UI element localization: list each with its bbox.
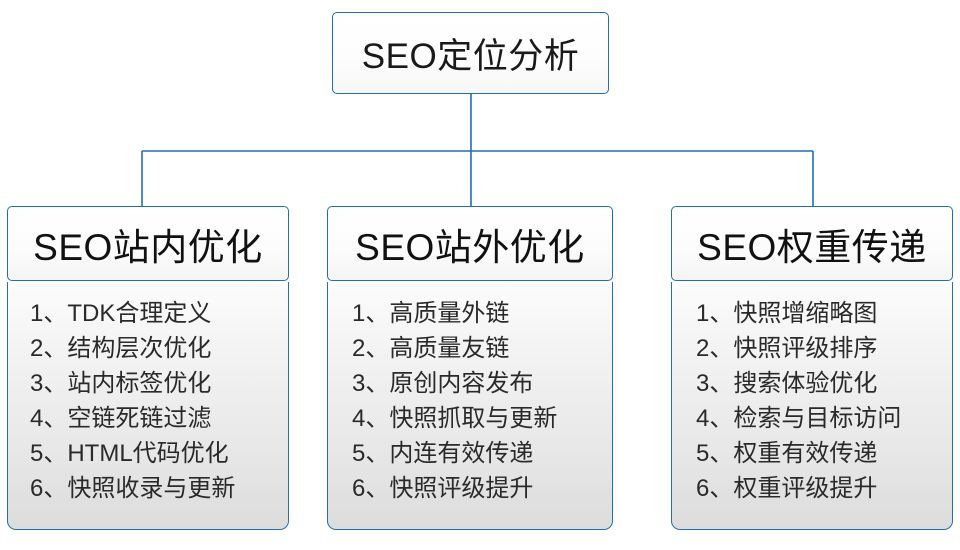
column-list-0: 1、TDK合理定义 2、结构层次优化 3、站内标签优化 4、空链死链过滤 5、H… [7,282,289,530]
list-item: 2、结构层次优化 [30,335,212,362]
list-item: 4、检索与目标访问 [696,405,902,432]
column-header-2[interactable]: SEO权重传递 [671,206,953,281]
column-header-label-1: SEO站外优化 [355,226,585,268]
column-seo-offsite: SEO站外优化 1、高质量外链 2、高质量友链 3、原创内容发布 4、快照抓取与… [327,206,613,530]
column-seo-weight-transfer: SEO权重传递 1、快照增缩略图 2、快照评级排序 3、搜索体验优化 4、检索与… [671,206,953,530]
column-list-1: 1、高质量外链 2、高质量友链 3、原创内容发布 4、快照抓取与更新 5、内连有… [327,282,613,530]
column-seo-onsite: SEO站内优化 1、TDK合理定义 2、结构层次优化 3、站内标签优化 4、空链… [7,206,289,530]
list-item: 5、权重有效传递 [696,440,878,467]
list-item: 5、内连有效传递 [352,440,534,467]
column-header-label-0: SEO站内优化 [33,226,263,268]
list-item: 6、快照收录与更新 [30,475,236,502]
column-header-1[interactable]: SEO站外优化 [327,206,613,281]
list-item: 1、快照增缩略图 [696,300,878,327]
list-item: 1、TDK合理定义 [30,300,212,327]
column-header-label-2: SEO权重传递 [697,226,927,268]
list-item: 6、快照评级提升 [352,475,534,502]
list-item: 2、快照评级排序 [696,335,878,362]
column-header-0[interactable]: SEO站内优化 [7,206,289,281]
list-item: 3、原创内容发布 [352,370,534,397]
root-node[interactable]: SEO定位分析 [332,12,609,94]
list-item: 3、站内标签优化 [30,370,212,397]
list-item: 3、搜索体验优化 [696,370,878,397]
list-item: 1、高质量外链 [352,300,510,327]
list-item: 4、空链死链过滤 [30,405,212,432]
list-item: 5、HTML代码优化 [30,440,229,467]
list-item: 4、快照抓取与更新 [352,405,558,432]
list-item: 2、高质量友链 [352,335,510,362]
root-node-label: SEO定位分析 [361,36,580,76]
column-list-2: 1、快照增缩略图 2、快照评级排序 3、搜索体验优化 4、检索与目标访问 5、权… [671,282,953,530]
list-item: 6、权重评级提升 [696,475,878,502]
